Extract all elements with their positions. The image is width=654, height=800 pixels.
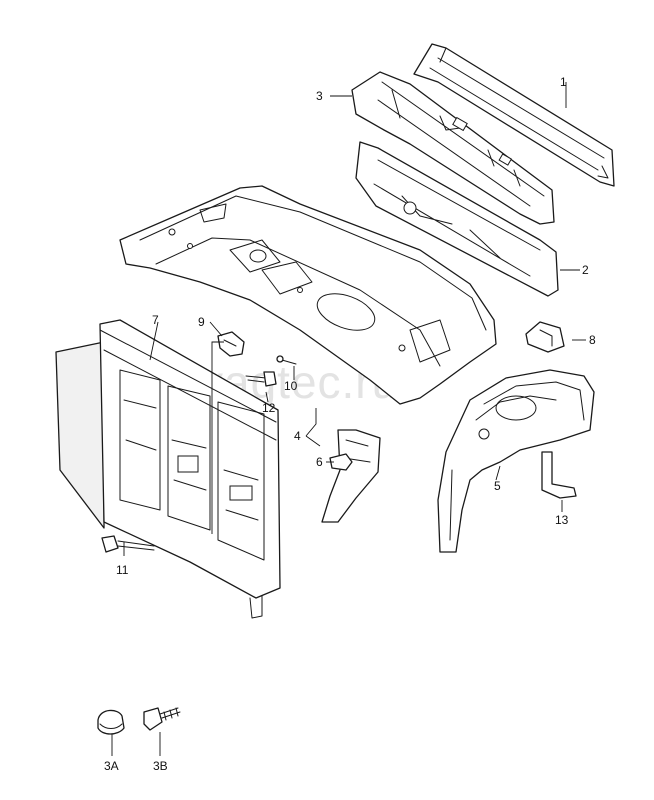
callout-labels: 1 3 2 8 7 9 10 12 4 6 5 13 11 3A 3B [104,75,596,773]
part-10-screw [276,355,297,365]
leader-lines [111,82,586,756]
callout-8: 8 [589,333,596,347]
part-2-rear-panel [355,141,559,297]
callout-9: 9 [198,315,205,329]
part-7-partition-panel [55,319,281,619]
callout-4: 4 [294,429,301,443]
callout-3: 3 [316,89,323,103]
callout-6: 6 [316,455,323,469]
callout-7: 7 [152,313,159,327]
callout-11: 11 [116,563,129,577]
part-13-strap [541,451,577,499]
part-3a-plug [97,709,125,735]
part-12-bolt [245,371,277,387]
part-4-side-member [321,429,381,523]
callout-5: 5 [494,479,501,493]
part-9-bracket [217,331,245,357]
callout-12: 12 [262,401,276,415]
parcel-shelf [119,185,497,405]
callout-1: 1 [560,75,567,89]
part-5-wheel-arch [437,369,595,553]
part-11-bolt [101,535,155,553]
callout-3b: 3B [153,759,168,773]
callout-3a: 3A [104,759,119,773]
callout-2: 2 [582,263,589,277]
part-3b-clip-screw [143,707,181,731]
callout-10: 10 [284,379,298,393]
part-8-bracket [525,321,565,353]
callout-13: 13 [555,513,569,527]
part-3-cross-panel [351,71,555,225]
part-6-bracket [329,453,353,471]
part-1-cross-member [413,43,615,187]
